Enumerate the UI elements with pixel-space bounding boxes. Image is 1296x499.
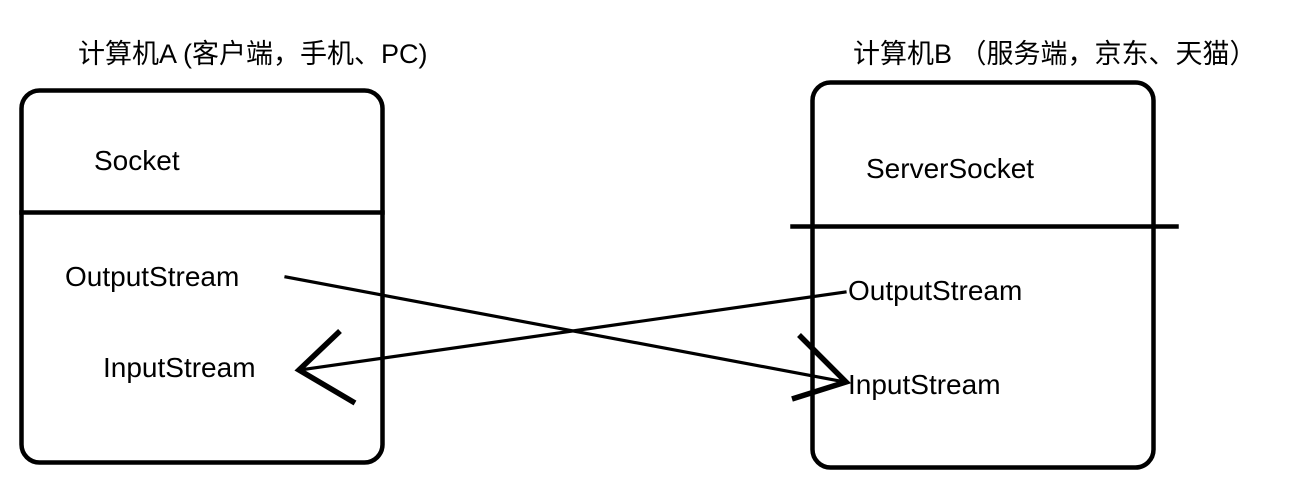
right-output-stream-label: OutputStream bbox=[848, 275, 1023, 306]
left-box-header-label: Socket bbox=[94, 145, 180, 176]
arrowhead-to-server-input bbox=[791, 333, 852, 402]
arrowhead-to-client-input bbox=[294, 329, 357, 406]
left-output-stream-label: OutputStream bbox=[65, 261, 240, 292]
left-computer-title: 计算机A (客户端，手机、PC) bbox=[78, 39, 428, 69]
right-box-outline bbox=[810, 80, 1156, 470]
left-box-outline bbox=[19, 88, 385, 465]
connector-server-output-line bbox=[298, 290, 847, 372]
right-computer-title: 计算机B （服务端，京东、天猫） bbox=[853, 39, 1257, 69]
right-box-header-label: ServerSocket bbox=[866, 153, 1035, 184]
left-input-stream-label: InputStream bbox=[103, 352, 256, 383]
right-input-stream-label: InputStream bbox=[848, 369, 1001, 400]
connector-client-output-line bbox=[284, 275, 847, 384]
